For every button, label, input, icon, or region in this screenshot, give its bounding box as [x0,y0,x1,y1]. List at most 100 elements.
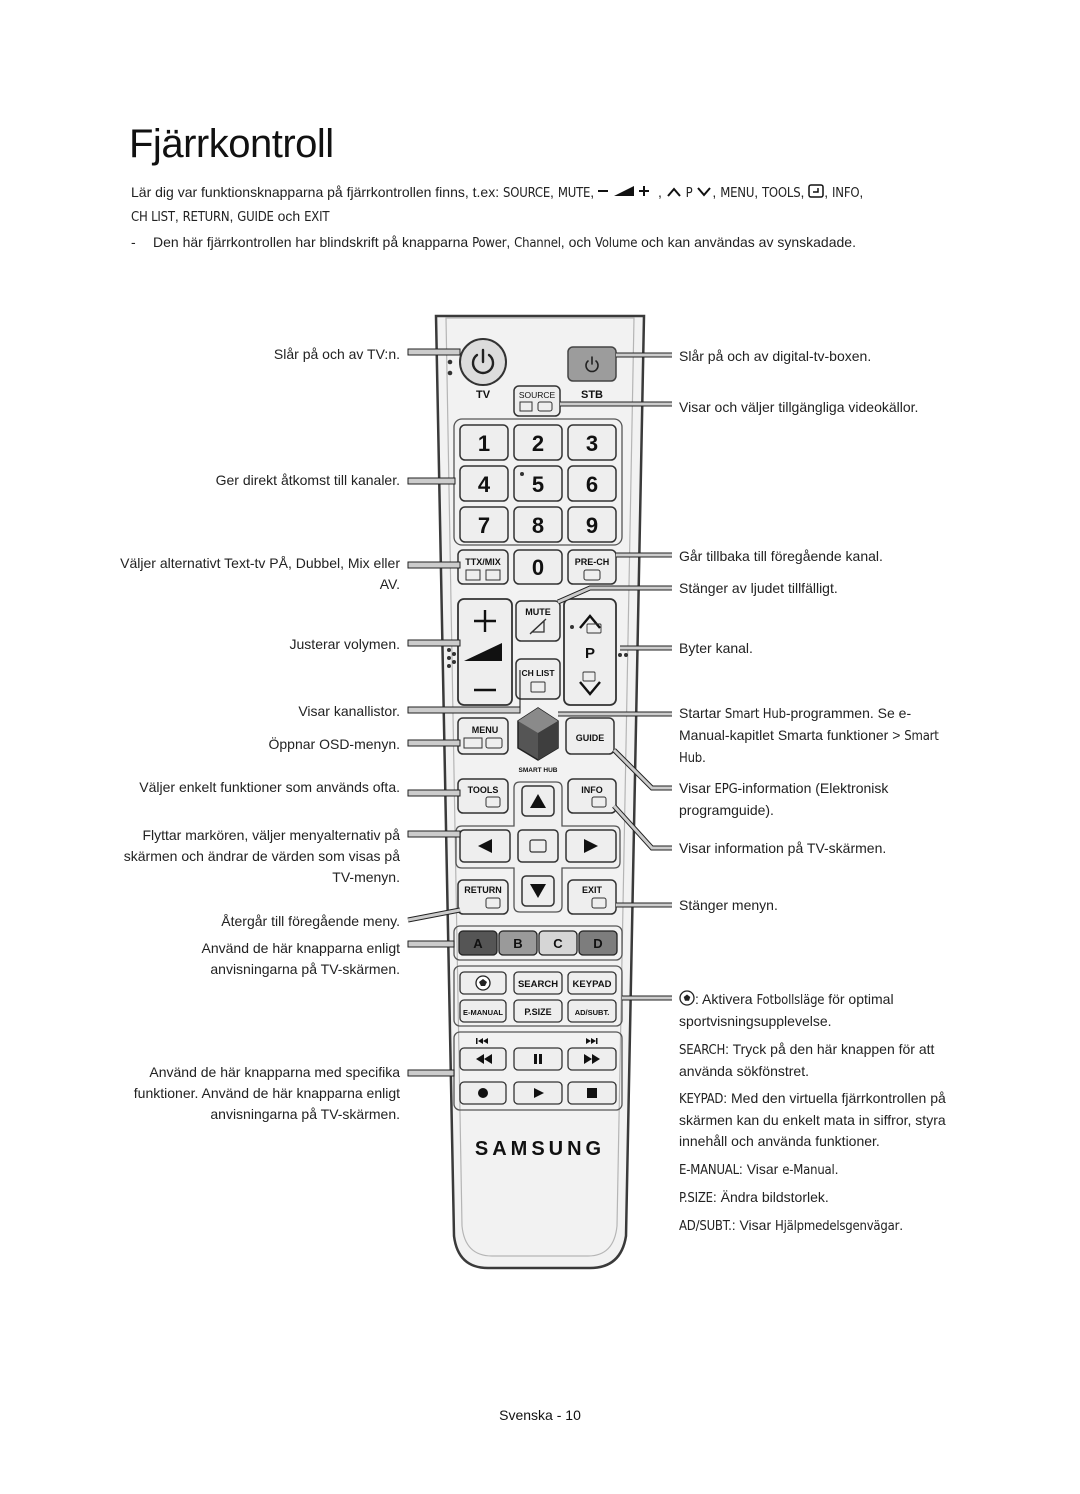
ch-list-icon [530,681,546,693]
braille-note: -Den här fjärrkontrollen har blindskrift… [131,234,856,251]
ch-list-button [515,658,561,700]
smart-hub-label: SMART HUB [519,767,558,774]
label-ad-subt: AD/SUBT.: Visar Hjälpmedelsgenvägar. [679,1217,904,1234]
mute-icon [529,618,547,635]
up-arrow-icon [530,794,546,808]
return-button [457,879,509,915]
note-text-1: Den här fjärrkontrollen har blindskrift … [153,234,469,250]
zero-button [513,549,563,585]
ttx-mix-label: TTX/MIX [465,557,501,567]
search-label: SEARCH [518,979,558,990]
smarthub-term: Smart Hub [724,707,786,722]
ttx-icon-2 [485,569,501,581]
intro-info: INFO [832,186,860,201]
intro-tools: TOOLS [761,186,801,201]
ch-list-label: CH LIST [521,668,555,678]
stop-icon [587,1088,597,1098]
intro-chlist: CH LIST [131,210,175,225]
intro-source: SOURCE [503,186,551,201]
label-media-keys: Använd de här knapparna med specifika fu… [133,1064,400,1122]
guide-text-1: Visar [679,780,711,796]
page-footer: Svenska - 10 [499,1407,581,1423]
page-title: Fjärrkontroll [129,122,334,166]
number-key-5 [513,465,563,502]
search-term: SEARCH [679,1043,726,1058]
pre-ch-icon [583,569,601,581]
rewind-icon [476,1054,492,1064]
menu-label: MENU [472,725,499,735]
tools-icon [485,796,501,808]
number-key-6 [567,465,617,502]
source-label: SOURCE [519,390,556,400]
volume-wedge-icon [464,643,502,661]
pause-button [513,1047,563,1071]
number-key-2 [513,424,563,461]
number-key-1 [459,424,509,461]
number-key-label: 7 [478,513,490,538]
label-search: SEARCH: Tryck på den här knappen för att… [679,1039,944,1082]
play-icon [534,1088,544,1098]
label-channel: Byter kanal. [679,640,753,656]
number-key-label: 5 [532,472,544,497]
label-d-pad: Flyttar markören, väljer menyalternativ … [123,827,400,885]
samsung-logo: SAMSUNG [475,1138,605,1160]
label-p-size: P.SIZE: Ändra bildstorlek. [679,1187,829,1209]
power-icon [471,348,495,375]
number-key-label: 8 [532,513,544,538]
source-icon-2 [537,401,553,412]
football-term: Fotbollsläge [756,993,825,1008]
return-label: RETURN [464,885,502,895]
info-icon [591,796,607,808]
label-mute: Stänger av ljudet tillfälligt. [679,580,838,596]
menu-button [457,717,509,755]
braille-dot [447,370,453,376]
note-och: , och [560,234,592,250]
note-text-2: och kan användas av synskadade. [641,234,856,250]
number-key-9 [567,506,617,543]
fast-forward-icon [584,1054,600,1064]
ad-subt-label: AD/SUBT. [575,1008,610,1017]
stb-label: STB [581,389,603,401]
intro-lead: Lär dig var funktionsknapparna på fjärrk… [131,184,500,200]
enter-icon [529,839,547,853]
label-tv-power: Slår på och av TV:n. [273,346,400,362]
number-key-4 [459,465,509,502]
color-key-d [578,930,618,956]
channel-down-icon [579,681,601,696]
label-smart-hub: Startar Smart Hub-programmen. Se e-Manua… [679,705,939,766]
color-key-label: D [593,936,602,951]
intro-exit: EXIT [304,210,330,225]
intro-paragraph: Lär dig var funktionsknapparna på fjärrk… [131,184,864,225]
source-button [513,385,561,417]
source-icon [519,401,533,412]
e-manual-button [459,999,507,1023]
guide-button [565,717,615,755]
chevron-down-icon [697,187,712,197]
zero-label: 0 [532,555,544,580]
pre-ch-button [567,549,617,585]
exit-label: EXIT [582,885,603,895]
channel-rocker [563,598,617,706]
guide-term: EPG [714,782,738,797]
skip-back-icon [476,1038,488,1044]
down-arrow-icon [530,884,546,898]
psize-text: : Ändra bildstorlek. [712,1189,829,1205]
football-text-1: : Aktivera [695,991,753,1007]
intro-och: och [277,208,301,224]
label-volume: Justerar volymen. [289,636,400,652]
return-icon [485,897,501,909]
adsubt-text: : Visar [731,1217,772,1233]
smart-hub-button [517,707,559,761]
intro-guide: GUIDE [237,210,274,225]
ttx-icon [465,569,481,581]
right-arrow-icon [584,839,598,853]
label-tools: Väljer enkelt funktioner som används oft… [139,779,400,795]
smarthub-text-1: Startar [679,705,722,721]
search-button [513,971,563,995]
number-key-3 [567,424,617,461]
label-stb-power: Slår på och av digital-tv-boxen. [679,348,872,364]
skip-forward-icon [586,1038,598,1044]
ad-subt-button [567,999,617,1023]
